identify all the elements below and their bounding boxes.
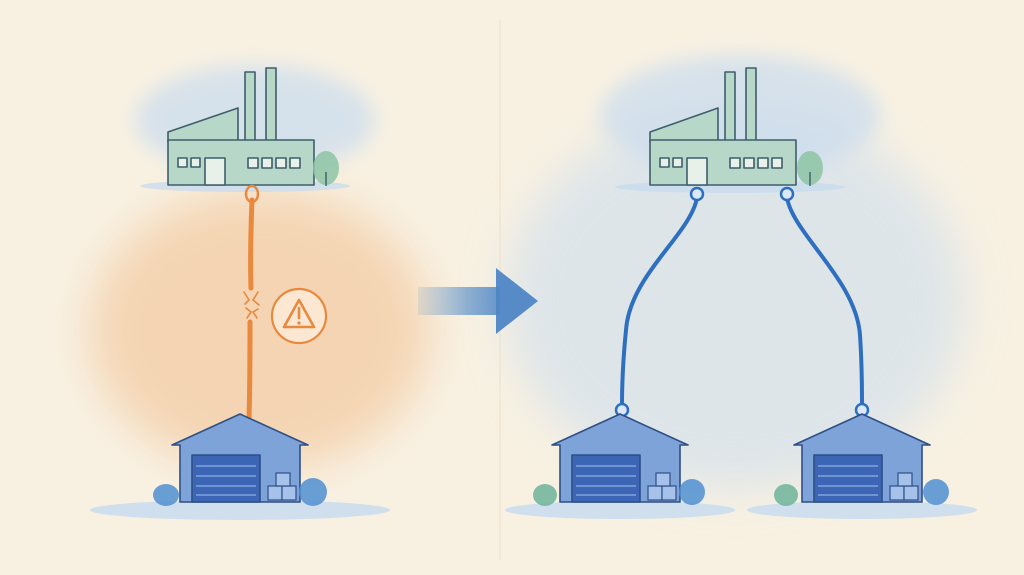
factory-window [261, 157, 273, 169]
link-segment-bottom [246, 319, 253, 421]
factory-building [649, 67, 797, 186]
tree [797, 151, 823, 186]
arrow-right-icon [418, 268, 538, 334]
crate [647, 472, 677, 501]
factory-door [204, 157, 226, 186]
broken-link [243, 184, 260, 421]
factory-window [275, 157, 287, 169]
warehouse-ground [747, 501, 977, 519]
factory-door [686, 157, 708, 186]
right-panel [505, 67, 977, 519]
chimney [745, 67, 757, 143]
factory-window [757, 157, 769, 169]
factory-window [190, 157, 201, 168]
factory-window [659, 157, 670, 168]
warehouse-ground [505, 501, 735, 519]
warning-icon [270, 287, 328, 345]
chimney [724, 71, 736, 143]
factory-window [247, 157, 259, 169]
factory-window [672, 157, 683, 168]
crate [889, 472, 919, 501]
chimney [265, 67, 277, 143]
break-fray [243, 291, 260, 319]
warehouse-a [505, 413, 735, 519]
factory-window [289, 157, 301, 169]
crate [267, 472, 297, 501]
link-segment-top [248, 197, 255, 291]
factory-window [177, 157, 188, 168]
shrub [774, 479, 949, 506]
factory-window [771, 157, 783, 169]
factory-window [729, 157, 741, 169]
shrub [533, 479, 705, 506]
warehouse-building [90, 413, 390, 520]
tree [313, 151, 339, 186]
warehouse-ground [90, 500, 390, 520]
chimney [244, 71, 256, 143]
orange-haze [90, 190, 430, 470]
left-panel [90, 67, 390, 520]
warehouse-b [747, 413, 977, 519]
blue-haze [505, 110, 965, 490]
shrub [153, 478, 327, 506]
factory-building [167, 67, 315, 186]
factory-window [743, 157, 755, 169]
link-to-warehouse-b [779, 186, 870, 418]
